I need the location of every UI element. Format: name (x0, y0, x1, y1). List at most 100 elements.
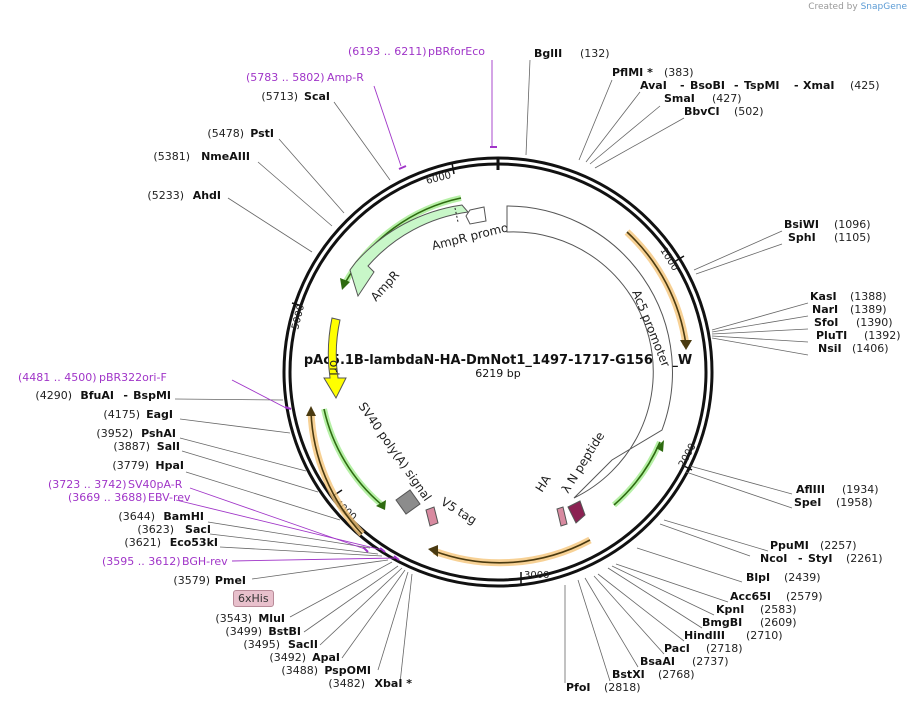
site-xbai[interactable]: (3482) XbaI * (328, 677, 412, 690)
site-pshai[interactable]: (3952) PshAI (96, 427, 176, 440)
svg-text:pBR322ori-F: pBR322ori-F (99, 371, 167, 384)
primer-marks (284, 146, 497, 561)
site-acc65i[interactable]: Acc65I (2579) (730, 590, 823, 603)
svg-text:SacI: SacI (185, 523, 211, 536)
site-paci[interactable]: PacI (2718) (664, 642, 743, 655)
svg-text:(2439): (2439) (784, 571, 821, 584)
svg-text:(425): (425) (850, 79, 880, 92)
svg-text:(1388): (1388) (850, 290, 887, 303)
site-nsii[interactable]: NsiI (1406) (818, 342, 889, 355)
site-spei[interactable]: SpeI (1958) (794, 496, 873, 509)
site-pfoi[interactable]: PfoI (2818) (566, 681, 641, 694)
svg-text:(4175): (4175) (103, 408, 140, 421)
site-group-xmai[interactable]: AvaI - BsoBI - TspMI - XmaI (425) (640, 79, 880, 92)
site-psti[interactable]: (5478) PstI (207, 127, 274, 140)
site-bamhi[interactable]: (3644) BamHI (118, 510, 204, 523)
svg-text:NmeAIII: NmeAIII (201, 150, 250, 163)
site-nari[interactable]: NarI (1389) (812, 303, 887, 316)
site-group-bspmi[interactable]: (4290) BfuAI - BspMI (35, 389, 171, 402)
site-pmei[interactable]: (3579) PmeI (173, 574, 246, 587)
svg-text:(5478): (5478) (207, 127, 244, 140)
svg-text:PspOMI: PspOMI (324, 664, 371, 677)
site-sfoi[interactable]: SfoI (1390) (814, 316, 893, 329)
svg-text:(3644): (3644) (118, 510, 155, 523)
svg-text:AhdI: AhdI (193, 189, 221, 202)
site-bbvci[interactable]: BbvCI (502) (684, 105, 764, 118)
site-saci[interactable]: (3623) SacI (137, 523, 211, 536)
svg-text:SmaI: SmaI (664, 92, 695, 105)
site-afliii[interactable]: AflIII (1934) (796, 483, 879, 496)
site-nmeaiii[interactable]: (5381) NmeAIII (153, 150, 250, 163)
site-apai[interactable]: (3492) ApaI (269, 651, 340, 664)
svg-text:(2609): (2609) (760, 616, 797, 629)
site-sali[interactable]: (3887) SalI (113, 440, 180, 453)
credit-prefix: Created by (808, 2, 858, 12)
site-eagi[interactable]: (4175) EagI (103, 408, 173, 421)
site-blpi[interactable]: BlpI (2439) (746, 571, 821, 584)
svg-text:(2261): (2261) (846, 552, 883, 565)
site-pflmi[interactable]: PflMI * (383) (612, 66, 694, 79)
primer-amp-r[interactable]: (5783 .. 5802) Amp-R (246, 71, 364, 84)
site-mlui[interactable]: (3543) MluI (215, 612, 285, 625)
site-bstbi[interactable]: (3499) BstBI (225, 625, 301, 638)
site-ppumi[interactable]: PpuMI (2257) (770, 539, 857, 552)
site-pluti[interactable]: PluTI (1392) (816, 329, 901, 342)
svg-text:(2768): (2768) (658, 668, 695, 681)
site-hindiii[interactable]: HindIII (2710) (684, 629, 783, 642)
site-hpai[interactable]: (3779) HpaI (112, 459, 184, 472)
ori-label: ori (327, 360, 341, 376)
site-sacii[interactable]: (3495) SacII (243, 638, 318, 651)
site-group-styi[interactable]: NcoI - StyI (2261) (760, 552, 883, 565)
site-bsaai[interactable]: BsaAI (2737) (640, 655, 729, 668)
svg-text:(2737): (2737) (692, 655, 729, 668)
svg-text:(1958): (1958) (836, 496, 873, 509)
site-bglii[interactable]: BglII (132) (534, 47, 610, 60)
primer-sv40pa-r[interactable]: (3723 .. 3742) SV40pA-R (48, 478, 183, 491)
site-kasi[interactable]: KasI (1388) (810, 290, 887, 303)
site-sphi[interactable]: SphI (1105) (788, 231, 871, 244)
svg-text:(3579): (3579) (173, 574, 210, 587)
site-ahdi[interactable]: (5233) AhdI (147, 189, 221, 202)
tick-label-3000: 3000 (524, 570, 549, 581)
svg-text:MluI: MluI (258, 612, 285, 625)
svg-text:Amp-R: Amp-R (327, 71, 364, 84)
svg-text:(1934): (1934) (842, 483, 879, 496)
site-bstxi[interactable]: BstXI (2768) (612, 668, 695, 681)
svg-text:SpeI: SpeI (794, 496, 821, 509)
site-bmgbi[interactable]: BmgBI (2609) (702, 616, 797, 629)
site-scai[interactable]: (5713) ScaI (261, 90, 330, 103)
green-arc-sv40 (321, 408, 386, 510)
svg-text:(2583): (2583) (760, 603, 797, 616)
svg-text:KpnI: KpnI (716, 603, 744, 616)
site-bsiwi[interactable]: BsiWI (1096) (784, 218, 871, 231)
svg-text:(2579): (2579) (786, 590, 823, 603)
primer-bgh-rev[interactable]: (3595 .. 3612) BGH-rev (102, 555, 228, 568)
svg-text:(3595 .. 3612): (3595 .. 3612) (102, 555, 181, 568)
svg-text:(502): (502) (734, 105, 764, 118)
svg-text:BGH-rev: BGH-rev (182, 555, 228, 568)
svg-text:HpaI: HpaI (155, 459, 184, 472)
svg-text:-: - (734, 79, 739, 92)
svg-text:-: - (798, 552, 803, 565)
svg-text:BspMI: BspMI (133, 389, 171, 402)
primer-pbr322ori-f[interactable]: (4481 .. 4500) pBR322ori-F (18, 371, 167, 384)
svg-text:(3499): (3499) (225, 625, 262, 638)
svg-text:(3543): (3543) (215, 612, 252, 625)
primer-pbrforeco[interactable]: (6193 .. 6211) pBRforEco (348, 45, 485, 58)
primer-ebv-rev[interactable]: (3669 .. 3688) EBV-rev (68, 491, 191, 504)
svg-text:(4290): (4290) (35, 389, 72, 402)
svg-text:BbvCI: BbvCI (684, 105, 720, 118)
svg-text:(3482): (3482) (328, 677, 365, 690)
svg-text:KasI: KasI (810, 290, 837, 303)
svg-text:-: - (680, 79, 685, 92)
snapgene-credit: Created by SnapGene (808, 2, 907, 12)
his-tag-label[interactable]: 6xHis (233, 590, 274, 607)
primer-leader-lines (175, 60, 493, 562)
svg-text:BfuAI: BfuAI (80, 389, 114, 402)
site-smai[interactable]: SmaI (427) (664, 92, 742, 105)
site-kpni[interactable]: KpnI (2583) (716, 603, 797, 616)
svg-text:PluTI: PluTI (816, 329, 847, 342)
site-eco53ki[interactable]: (3621) Eco53kI (124, 536, 218, 549)
site-pspomi[interactable]: (3488) PspOMI (281, 664, 371, 677)
svg-text:BmgBI: BmgBI (702, 616, 742, 629)
